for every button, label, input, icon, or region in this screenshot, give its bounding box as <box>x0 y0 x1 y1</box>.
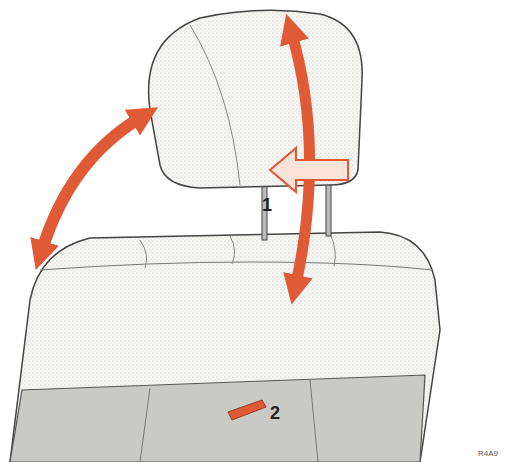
seat-panel <box>10 375 425 462</box>
callout-number: 2 <box>270 404 280 422</box>
seam <box>140 380 318 462</box>
push-arrow <box>270 148 348 192</box>
seam <box>40 262 432 270</box>
lever <box>228 400 266 420</box>
seam <box>190 25 240 185</box>
callout-number: 1 <box>262 196 272 214</box>
headrest-post <box>326 178 331 236</box>
figure-code: R4A9 <box>478 450 498 458</box>
seat-back <box>10 232 440 462</box>
tilt-arrow <box>42 118 140 250</box>
